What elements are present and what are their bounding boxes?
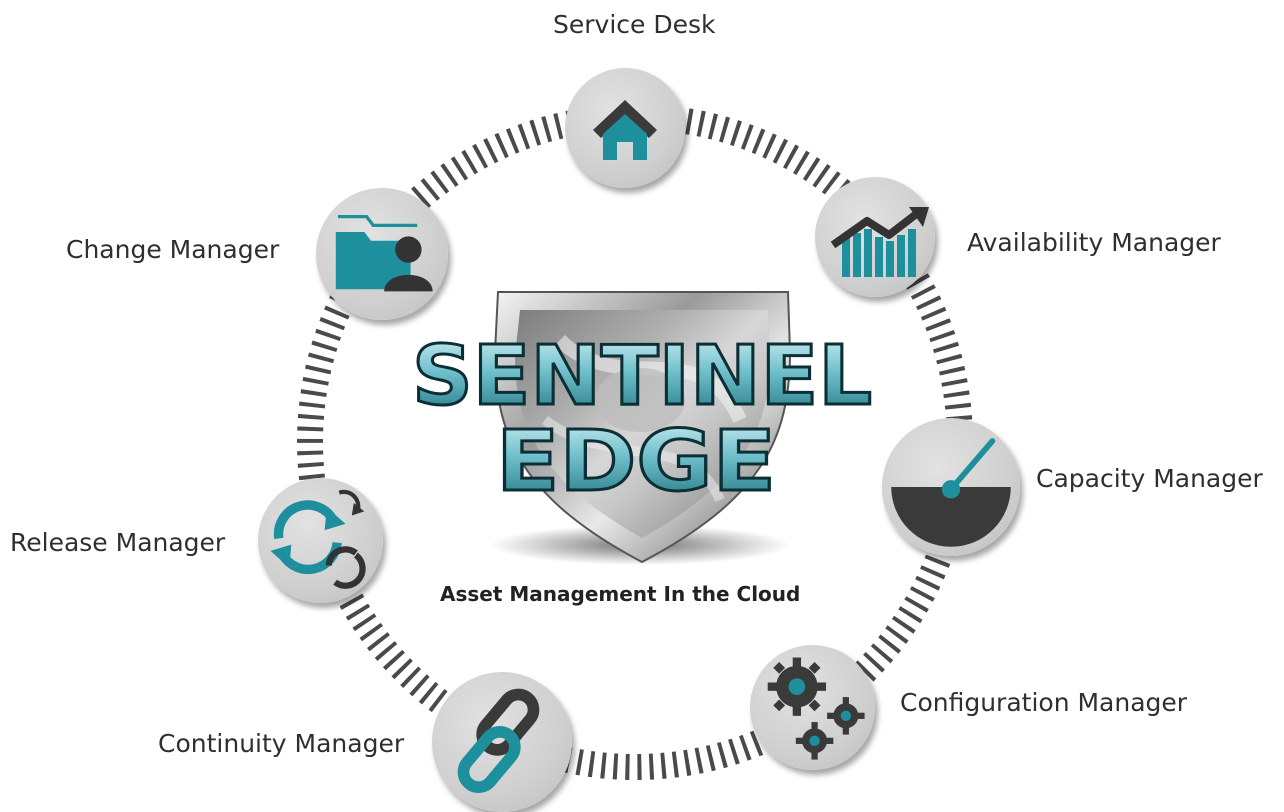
folder-user-icon [335, 214, 433, 292]
change-node[interactable] [316, 188, 448, 320]
service-desk-node[interactable] [565, 68, 685, 188]
service-desk-label: Service Desk [553, 10, 716, 39]
trend-chart-icon [830, 207, 929, 277]
change-label: Change Manager [66, 235, 280, 264]
capacity-label: Capacity Manager [1036, 464, 1263, 493]
continuity-label: Continuity Manager [158, 729, 405, 758]
capacity-node[interactable] [882, 418, 1020, 556]
configuration-node[interactable] [750, 645, 875, 770]
logo-word-sentinel: SENTINEL [412, 329, 872, 424]
house-icon [593, 100, 657, 160]
gears-icon [767, 657, 865, 760]
availability-label: Availability Manager [967, 228, 1221, 257]
chain-link-icon [457, 688, 540, 794]
refresh-cycle-icon [270, 489, 366, 589]
logo-word-edge: EDGE [496, 412, 776, 510]
availability-node[interactable] [815, 177, 935, 297]
release-node[interactable] [258, 478, 383, 603]
logo-tagline: Asset Management In the Cloud [440, 582, 801, 606]
gauge-icon [891, 438, 1011, 547]
configuration-label: Configuration Manager [900, 688, 1188, 717]
continuity-node[interactable] [432, 672, 572, 812]
release-label: Release Manager [10, 528, 226, 557]
